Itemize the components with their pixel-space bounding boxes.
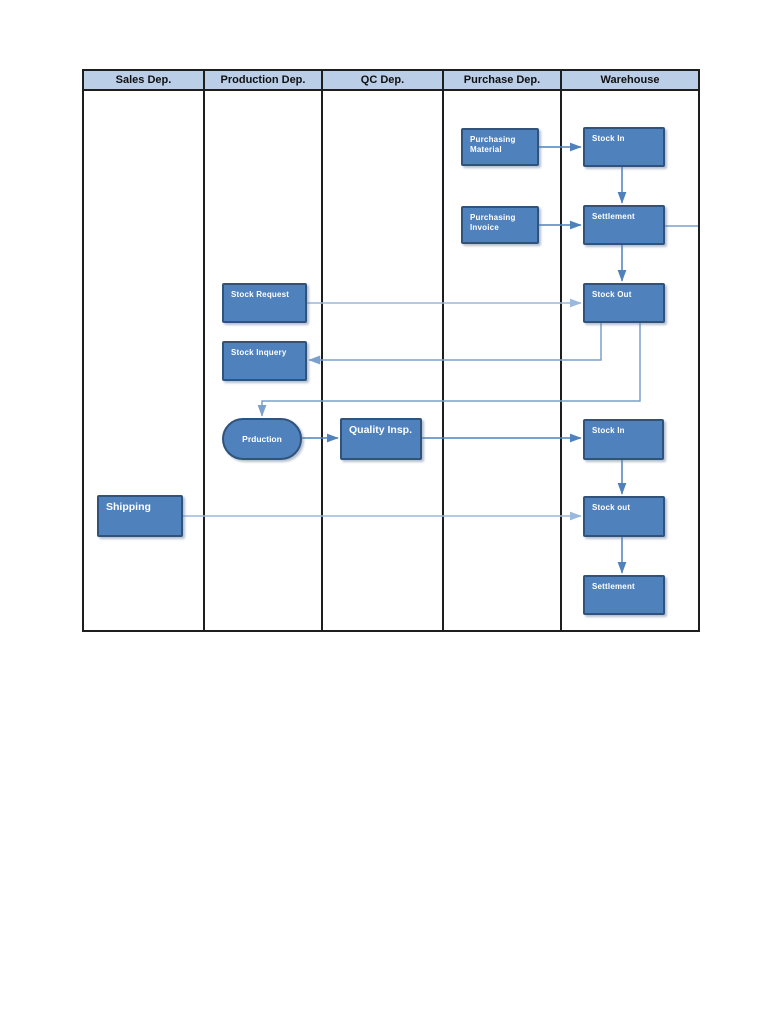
lane-header-row: Sales Dep. Production Dep. QC Dep. Purch… [84, 71, 698, 91]
lane-header-qc: QC Dep. [323, 71, 444, 89]
node-stock-request: Stock Request [222, 283, 307, 323]
node-purchasing-invoice: Purchasing Invoice [461, 206, 539, 244]
lane-header-sales: Sales Dep. [84, 71, 205, 89]
node-quality-insp: Quality Insp. [340, 418, 422, 460]
node-purchasing-material: Purchasing Material [461, 128, 539, 166]
node-stock-out-sales: Stock out [583, 496, 665, 537]
node-stock-in-purchase: Stock In [583, 127, 665, 167]
node-stock-inquery: Stock Inquery [222, 341, 307, 381]
lane-header-purchase: Purchase Dep. [444, 71, 562, 89]
lane-divider-2 [321, 91, 323, 630]
node-prduction: Prduction [222, 418, 302, 460]
node-stock-in-finished: Stock In [583, 419, 664, 460]
node-shipping: Shipping [97, 495, 183, 537]
lane-divider-4 [560, 91, 562, 630]
lane-divider-1 [203, 91, 205, 630]
lane-header-warehouse: Warehouse [600, 74, 660, 86]
lane-header-production: Production Dep. [205, 71, 323, 89]
node-settlement-purchase: Settlement [583, 205, 665, 245]
node-settlement-sales: Settlement [583, 575, 665, 615]
node-stock-out-production: Stock Out [583, 283, 665, 323]
lane-divider-3 [442, 91, 444, 630]
